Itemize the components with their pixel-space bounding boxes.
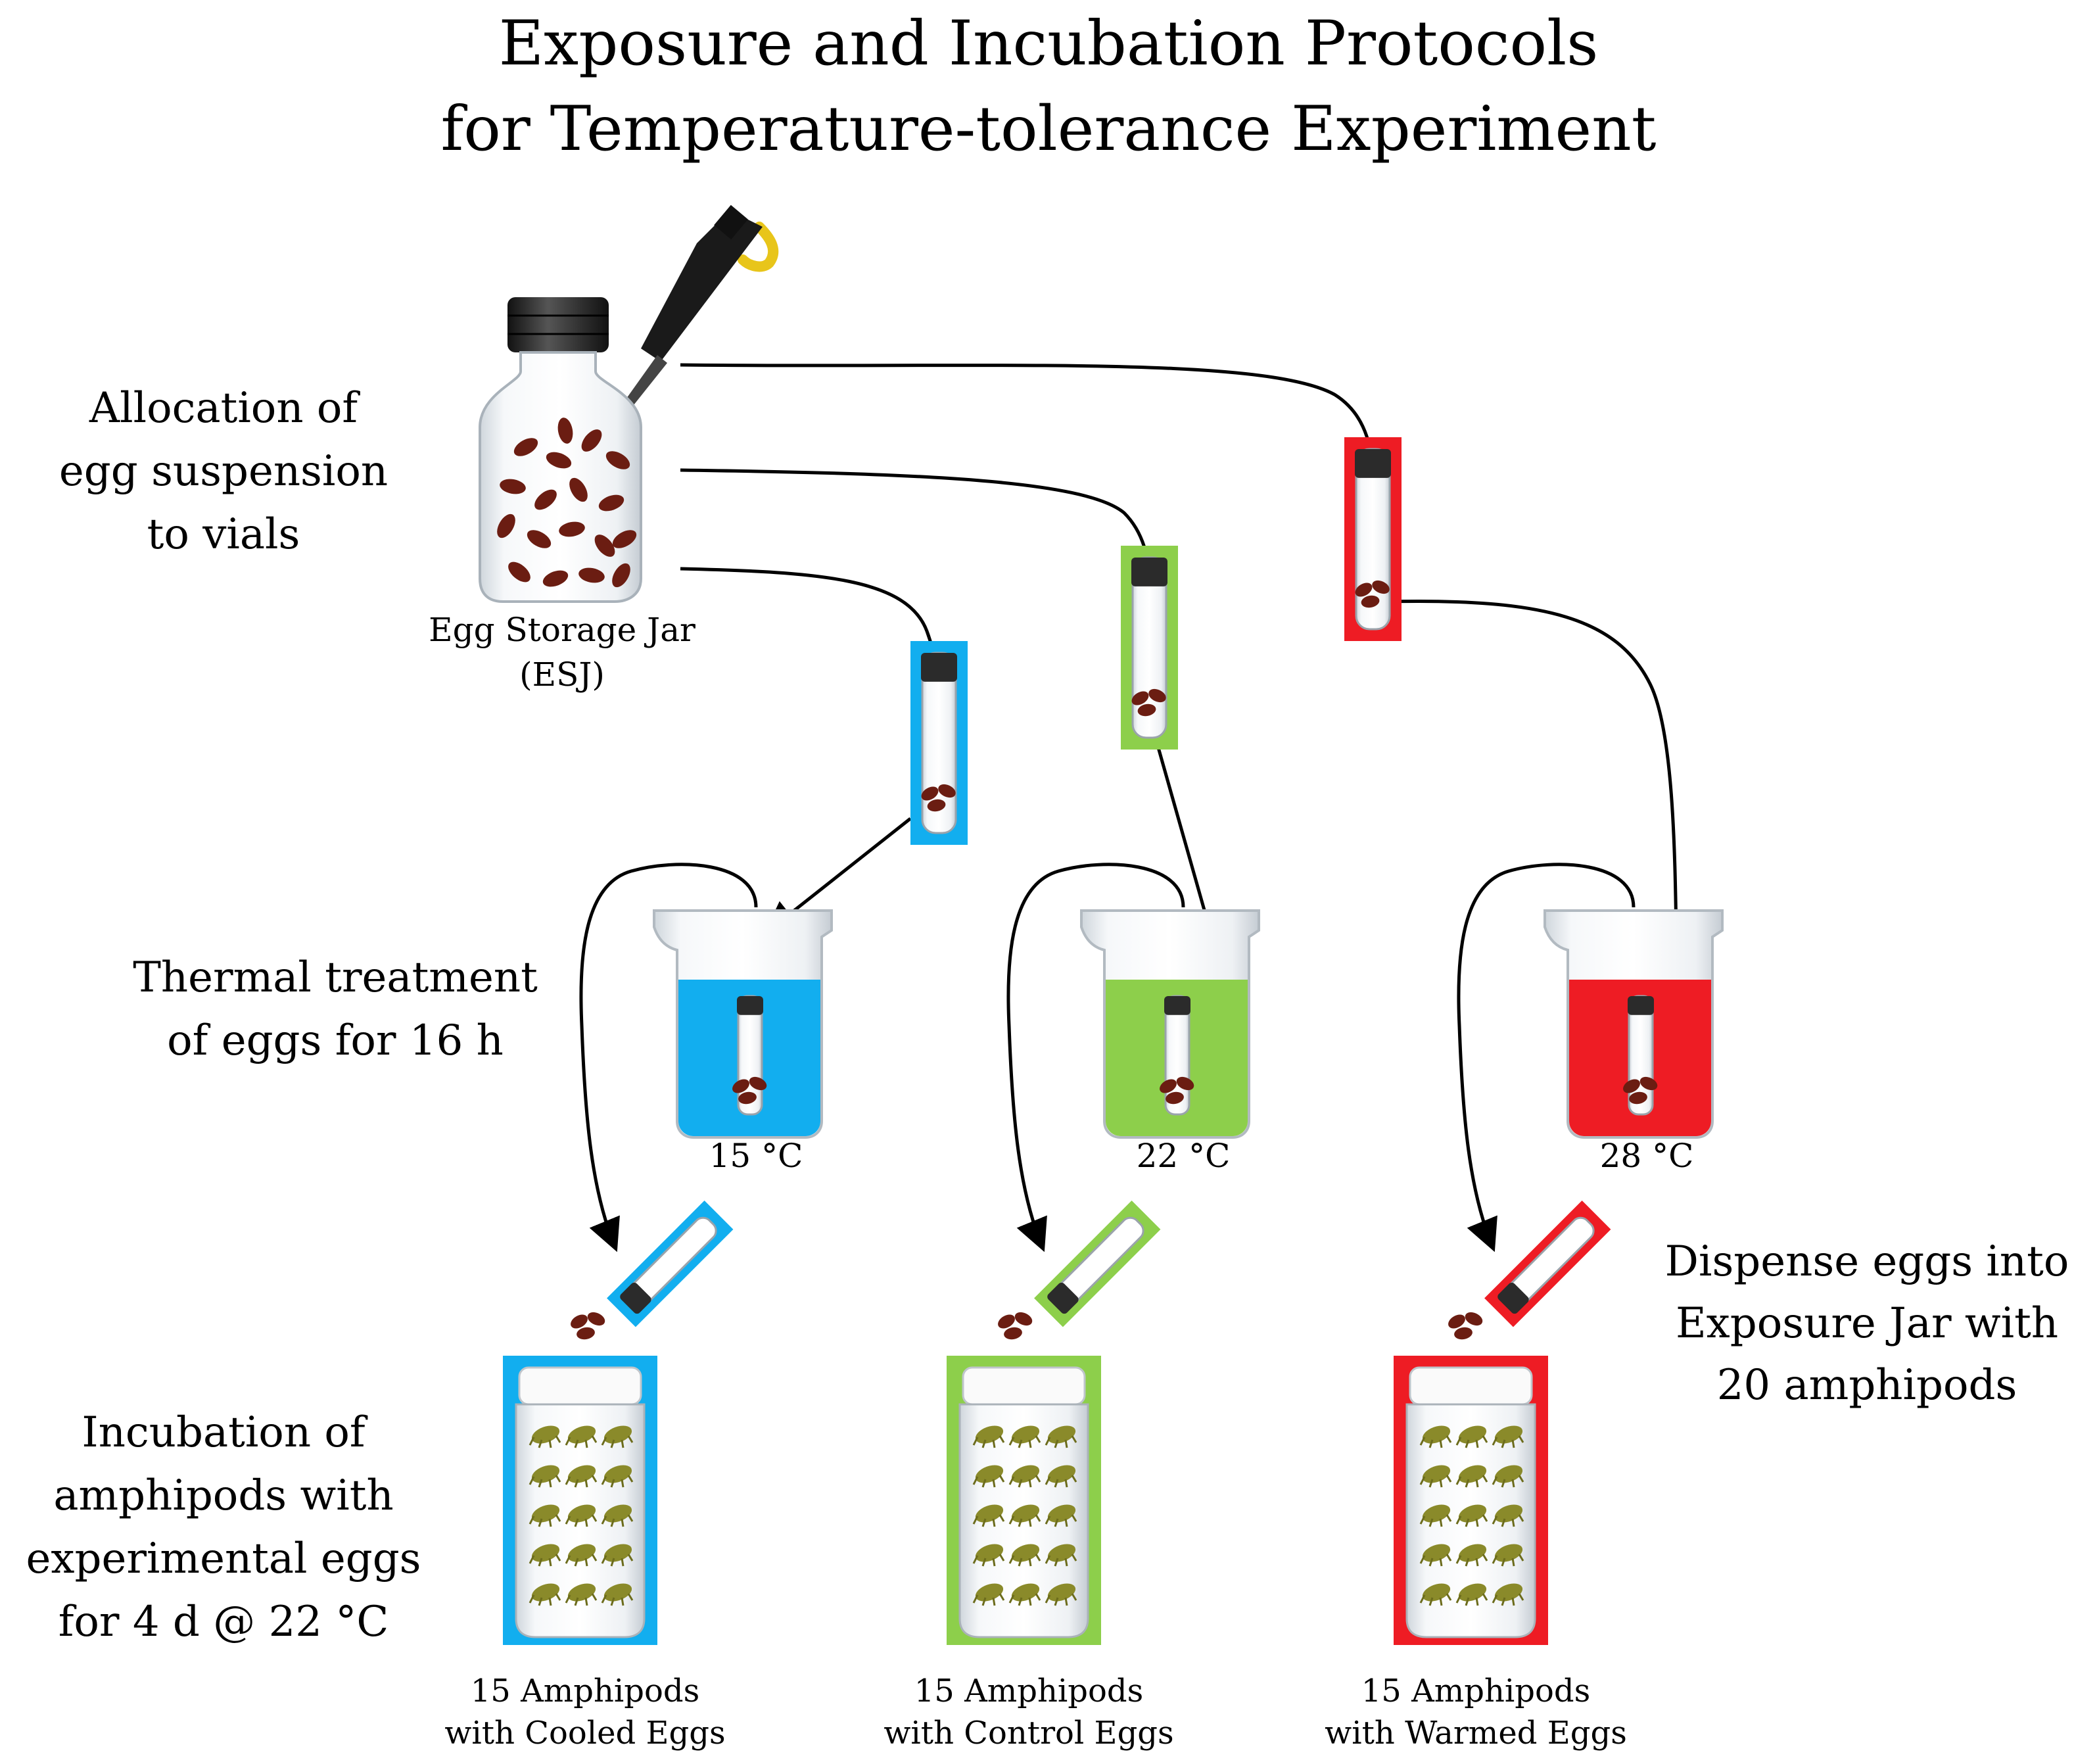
thermal-label: Thermal treatment of eggs for 16 h bbox=[133, 953, 538, 1065]
treatment-columns: 15 °C 15 Amphipods with Cooled Eggs 22 °C 15… bbox=[444, 437, 1724, 1752]
arrow-jar-to-warm-vial bbox=[680, 363, 1388, 480]
control-beaker: 22 °C bbox=[1080, 909, 1260, 1175]
warm-result-line-1: 15 Amphipods bbox=[1361, 1673, 1591, 1709]
control-source-vial bbox=[1121, 546, 1178, 750]
arrow-cool-beaker-to-tube bbox=[579, 863, 758, 1252]
control-result-line-1: 15 Amphipods bbox=[914, 1673, 1144, 1709]
arrow-jar-to-cool-vial bbox=[680, 567, 955, 717]
arrow-control-vial-to-beaker bbox=[1155, 742, 1222, 947]
thermal-label-line-1: Thermal treatment bbox=[133, 953, 538, 1002]
flow-arrows bbox=[579, 363, 1693, 1252]
control-result-line-2: with Control Eggs bbox=[884, 1715, 1173, 1752]
dispense-label-line-2: Exposure Jar with bbox=[1676, 1299, 2058, 1348]
allocation-label-line-1: Allocation of bbox=[89, 384, 361, 433]
cool-beaker: 15 °C bbox=[653, 909, 833, 1175]
incubation-label-line-3: experimental eggs bbox=[26, 1535, 421, 1583]
incubation-label-line-4: for 4 d @ 22 °C bbox=[59, 1598, 389, 1646]
cool-source-vial bbox=[910, 641, 968, 845]
control-falling-eggs bbox=[998, 1312, 1033, 1340]
treatment-warm: 28 °C 15 Amphipods with Warmed Eggs bbox=[1325, 437, 1724, 1752]
warm-temperature: 28 °C bbox=[1600, 1137, 1694, 1175]
dispense-label-line-3: 20 amphipods bbox=[1717, 1361, 2017, 1410]
cool-result-line-1: 15 Amphipods bbox=[471, 1673, 700, 1709]
allocation-label-line-3: to vials bbox=[147, 510, 300, 559]
arrow-warm-vial-to-beaker bbox=[1386, 600, 1693, 943]
cool-result-line-2: with Cooled Eggs bbox=[444, 1715, 725, 1752]
control-amphipods bbox=[972, 1425, 1077, 1606]
warm-amphipods bbox=[1419, 1425, 1524, 1606]
incubation-label: Incubation of amphipods with experimenta… bbox=[26, 1408, 421, 1646]
cool-temperature: 15 °C bbox=[709, 1137, 803, 1175]
cool-exposure-jar bbox=[503, 1356, 657, 1645]
arrow-control-beaker-to-tube bbox=[1006, 863, 1185, 1252]
storage-jar-abbrev: (ESJ) bbox=[519, 656, 605, 694]
allocation-label: Allocation of egg suspension to vials bbox=[59, 384, 388, 559]
control-dispense-tube bbox=[1034, 1201, 1161, 1327]
thermal-label-line-2: of eggs for 16 h bbox=[167, 1016, 504, 1065]
warm-exposure-jar bbox=[1394, 1356, 1548, 1645]
cool-amphipods bbox=[529, 1425, 634, 1606]
arrow-jar-to-control-vial bbox=[680, 468, 1166, 592]
control-temperature: 22 °C bbox=[1137, 1137, 1231, 1175]
treatment-control: 22 °C 15 Amphipods with Control Eggs bbox=[884, 546, 1260, 1752]
incubation-label-line-1: Incubation of bbox=[82, 1408, 368, 1457]
incubation-label-line-2: amphipods with bbox=[53, 1471, 393, 1520]
title-line-1: Exposure and Incubation Protocols bbox=[499, 8, 1599, 80]
warm-beaker: 28 °C bbox=[1543, 909, 1724, 1175]
storage-jar-name: Egg Storage Jar bbox=[429, 611, 695, 649]
warm-dispense-tube bbox=[1484, 1201, 1611, 1327]
dispense-label: Dispense eggs into Exposure Jar with 20 … bbox=[1665, 1237, 2069, 1410]
dispense-label-line-1: Dispense eggs into bbox=[1665, 1237, 2069, 1286]
warm-falling-eggs bbox=[1448, 1312, 1483, 1340]
allocation-label-line-2: egg suspension bbox=[59, 447, 388, 496]
arrow-warm-beaker-to-tube bbox=[1457, 863, 1636, 1252]
warm-source-vial bbox=[1344, 437, 1402, 641]
control-exposure-jar bbox=[947, 1356, 1101, 1645]
treatment-cool: 15 °C 15 Amphipods with Cooled Eggs bbox=[444, 641, 968, 1752]
egg-storage-jar: Egg Storage Jar (ESJ) bbox=[429, 204, 779, 694]
cool-dispense-tube bbox=[607, 1201, 734, 1327]
stored-eggs bbox=[497, 417, 637, 588]
title-line-2: for Temperature-tolerance Experiment bbox=[440, 93, 1656, 165]
cool-falling-eggs bbox=[571, 1312, 605, 1340]
warm-result-line-2: with Warmed Eggs bbox=[1325, 1715, 1627, 1752]
